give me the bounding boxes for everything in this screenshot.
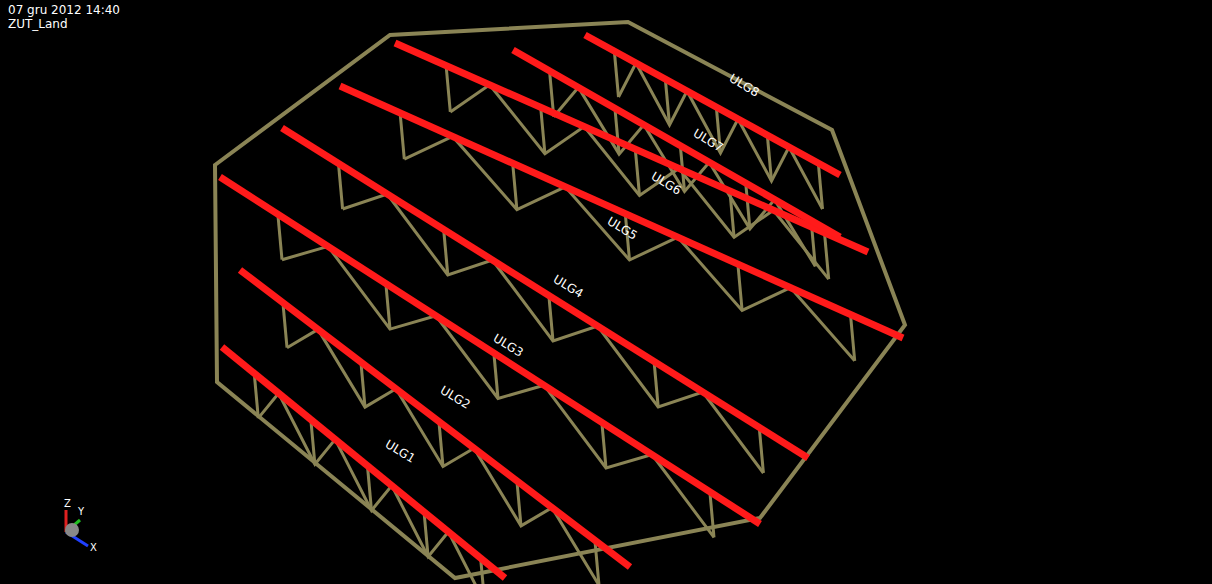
truss-post — [439, 423, 443, 467]
ulg-beam — [340, 86, 903, 338]
timestamp: 07 gru 2012 14:40 — [8, 4, 120, 17]
ulg-beam — [513, 50, 840, 237]
beam-group — [220, 35, 903, 578]
axis-origin — [65, 523, 79, 537]
axis-letter: Z — [64, 498, 71, 509]
truss-post — [738, 266, 742, 310]
beam-label: ULG1 — [383, 438, 418, 466]
truss-post — [400, 115, 404, 159]
truss-post — [278, 216, 282, 260]
truss-post — [386, 285, 390, 329]
axis-triad — [65, 510, 88, 546]
truss-post — [654, 363, 658, 407]
truss-post — [851, 317, 855, 361]
truss-post — [666, 81, 670, 125]
truss-web — [282, 246, 714, 537]
truss-web — [258, 393, 484, 584]
ulg-beam — [220, 177, 760, 524]
truss-post — [710, 493, 714, 537]
roof-frame — [215, 22, 905, 578]
truss-post — [368, 467, 372, 511]
truss-post — [446, 68, 450, 112]
truss-post — [819, 165, 823, 209]
truss-post — [541, 110, 545, 154]
truss-post — [636, 152, 640, 196]
ulg-beam — [585, 35, 840, 175]
ulg-beam — [222, 347, 505, 578]
truss-post — [759, 429, 763, 473]
axis-letter: X — [90, 542, 97, 553]
truss-post — [768, 137, 772, 181]
truss-post — [746, 185, 750, 229]
truss-post — [602, 424, 606, 468]
truss-post — [311, 420, 315, 464]
beam-label: ULG8 — [727, 72, 762, 100]
truss-post — [517, 482, 521, 526]
truss-web — [343, 194, 764, 473]
truss-post — [513, 166, 517, 210]
truss-post — [494, 355, 498, 399]
truss-post — [595, 541, 599, 584]
model-name: ZUT_Land — [8, 18, 68, 31]
truss-post — [283, 304, 287, 348]
beam-label: ULG6 — [649, 170, 684, 198]
axis-letter: Y — [78, 506, 84, 517]
truss-post — [615, 110, 619, 154]
truss-post — [825, 235, 829, 279]
truss-web — [287, 329, 599, 584]
truss-post — [339, 165, 343, 209]
truss-post — [361, 363, 365, 407]
truss-post — [444, 231, 448, 275]
truss-post — [424, 513, 428, 557]
beam-label: ULG2 — [438, 384, 473, 412]
truss-post — [615, 53, 619, 97]
truss-post — [254, 374, 258, 418]
truss-post — [549, 297, 553, 341]
